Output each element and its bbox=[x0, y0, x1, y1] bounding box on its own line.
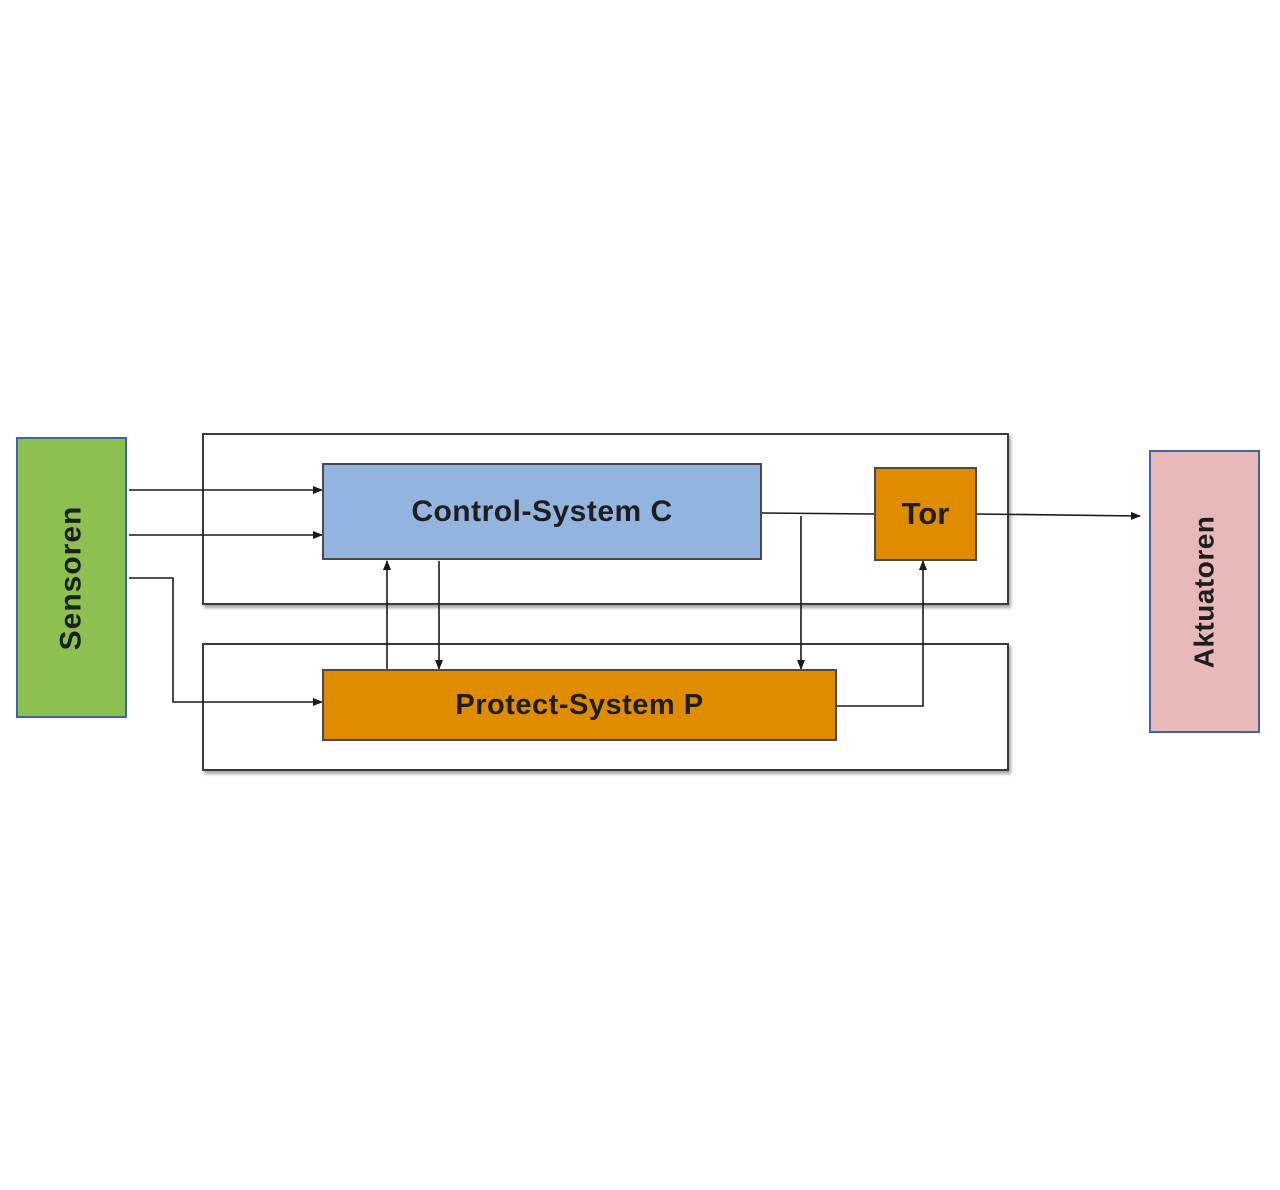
protect-to-tor-line bbox=[837, 560, 927, 707]
sensoren-block: Sensoren bbox=[16, 437, 127, 718]
protect-system-block: Protect-System P bbox=[322, 669, 837, 741]
sensoren-label: Sensoren bbox=[54, 505, 88, 650]
tor-label: Tor bbox=[901, 496, 950, 531]
sensor-to-protect-line bbox=[129, 577, 323, 706]
tor-to-actuators-line bbox=[976, 511, 1141, 520]
control-to-tor-line bbox=[761, 512, 875, 515]
aktuatoren-block: Aktuatoren bbox=[1149, 450, 1260, 733]
protect-system-label: Protect-System P bbox=[455, 688, 704, 721]
control-system-label: Control-System C bbox=[411, 494, 673, 528]
control-frame bbox=[202, 433, 1009, 605]
aktuatoren-label: Aktuatoren bbox=[1188, 515, 1220, 668]
tor-block: Tor bbox=[874, 467, 977, 561]
control-system-block: Control-System C bbox=[322, 463, 762, 560]
protect-frame bbox=[202, 643, 1009, 771]
